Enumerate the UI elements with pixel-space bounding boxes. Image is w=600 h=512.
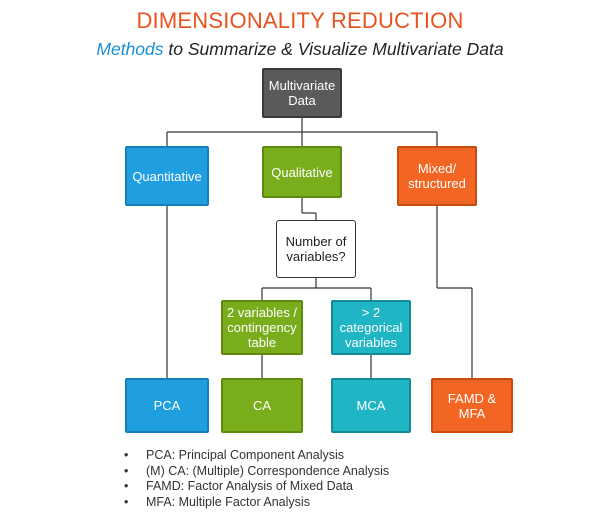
abbreviation-legend: •PCA: Principal Component Analysis •(M) …: [124, 448, 389, 510]
legend-item: •MFA: Multiple Factor Analysis: [124, 494, 310, 509]
node-pca: PCA: [125, 378, 209, 433]
legend-text: MFA: Multiple Factor Analysis: [146, 494, 310, 509]
node-famd-mfa: FAMD & MFA: [431, 378, 513, 433]
legend-item: •FAMD: Factor Analysis of Mixed Data: [124, 479, 354, 493]
subtitle-rest: to Summarize & Visualize Multivariate Da…: [163, 39, 504, 59]
node-mca: MCA: [331, 378, 411, 433]
legend-text: PCA: Principal Component Analysis: [146, 448, 345, 462]
legend-item: •(M) CA: (Multiple) Correspondence Analy…: [124, 463, 390, 478]
node-two-variables: 2 variables / contingency table: [221, 300, 303, 355]
legend-item: •PCA: Principal Component Analysis: [124, 448, 345, 462]
node-qualitative: Qualitative: [262, 146, 342, 198]
subtitle-highlight: Methods: [96, 39, 164, 59]
node-number-of-variables: Number of variables?: [276, 220, 356, 278]
diagram-subtitle: Methods to Summarize & Visualize Multiva…: [0, 39, 600, 60]
node-multivariate-data: Multivariate Data: [262, 68, 342, 118]
node-mixed-structured: Mixed/ structured: [397, 146, 477, 206]
node-quantitative: Quantitative: [125, 146, 209, 206]
node-more-than-two-variables: > 2 categorical variables: [331, 300, 411, 355]
legend-text: FAMD: Factor Analysis of Mixed Data: [146, 479, 354, 493]
legend-text: (M) CA: (Multiple) Correspondence Analys…: [146, 463, 390, 478]
diagram-title: DIMENSIONALITY REDUCTION: [136, 8, 464, 33]
node-ca: CA: [221, 378, 303, 433]
